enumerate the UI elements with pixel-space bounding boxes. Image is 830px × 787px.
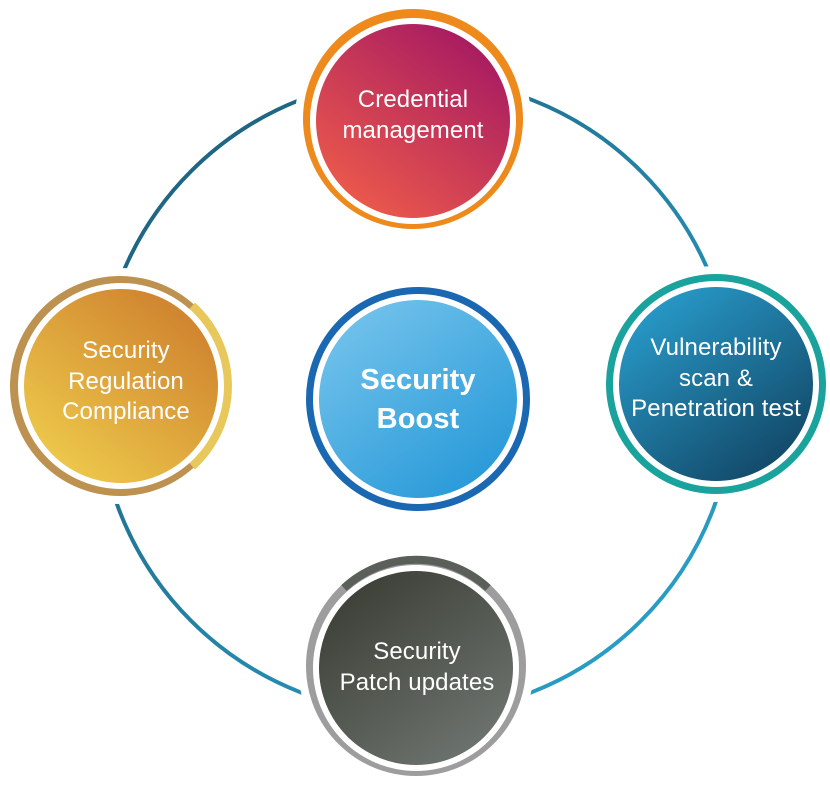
label-line: Regulation — [68, 367, 184, 395]
node-security-boost — [302, 283, 534, 515]
label-line: Security — [373, 638, 461, 666]
label-security-patch-updates: Security Patch updates — [315, 633, 519, 703]
node-security-patch-updates — [298, 548, 534, 784]
label-line: Security — [360, 363, 476, 396]
label-line: Patch updates — [339, 669, 495, 696]
node-security-regulation-compliance — [2, 268, 238, 504]
label-line: Vulnerability — [650, 333, 782, 361]
label-line: Penetration test — [631, 395, 801, 423]
label-security-boost: Security Boost — [313, 355, 523, 445]
label-security-regulation-compliance: Security Regulation Compliance — [21, 330, 231, 434]
node-vulnerability-scan — [598, 266, 830, 502]
label-line: Boost — [376, 403, 460, 435]
label-line: management — [342, 117, 484, 144]
label-line: scan & — [679, 364, 753, 392]
label-vulnerability-scan: Vulnerability scan & Penetration test — [611, 327, 821, 431]
node-credential-management — [295, 1, 531, 237]
label-line: Compliance — [62, 398, 190, 426]
label-line: Credential — [357, 86, 469, 114]
label-credential-management: Credential management — [311, 82, 515, 150]
label-line: Security — [82, 336, 170, 364]
